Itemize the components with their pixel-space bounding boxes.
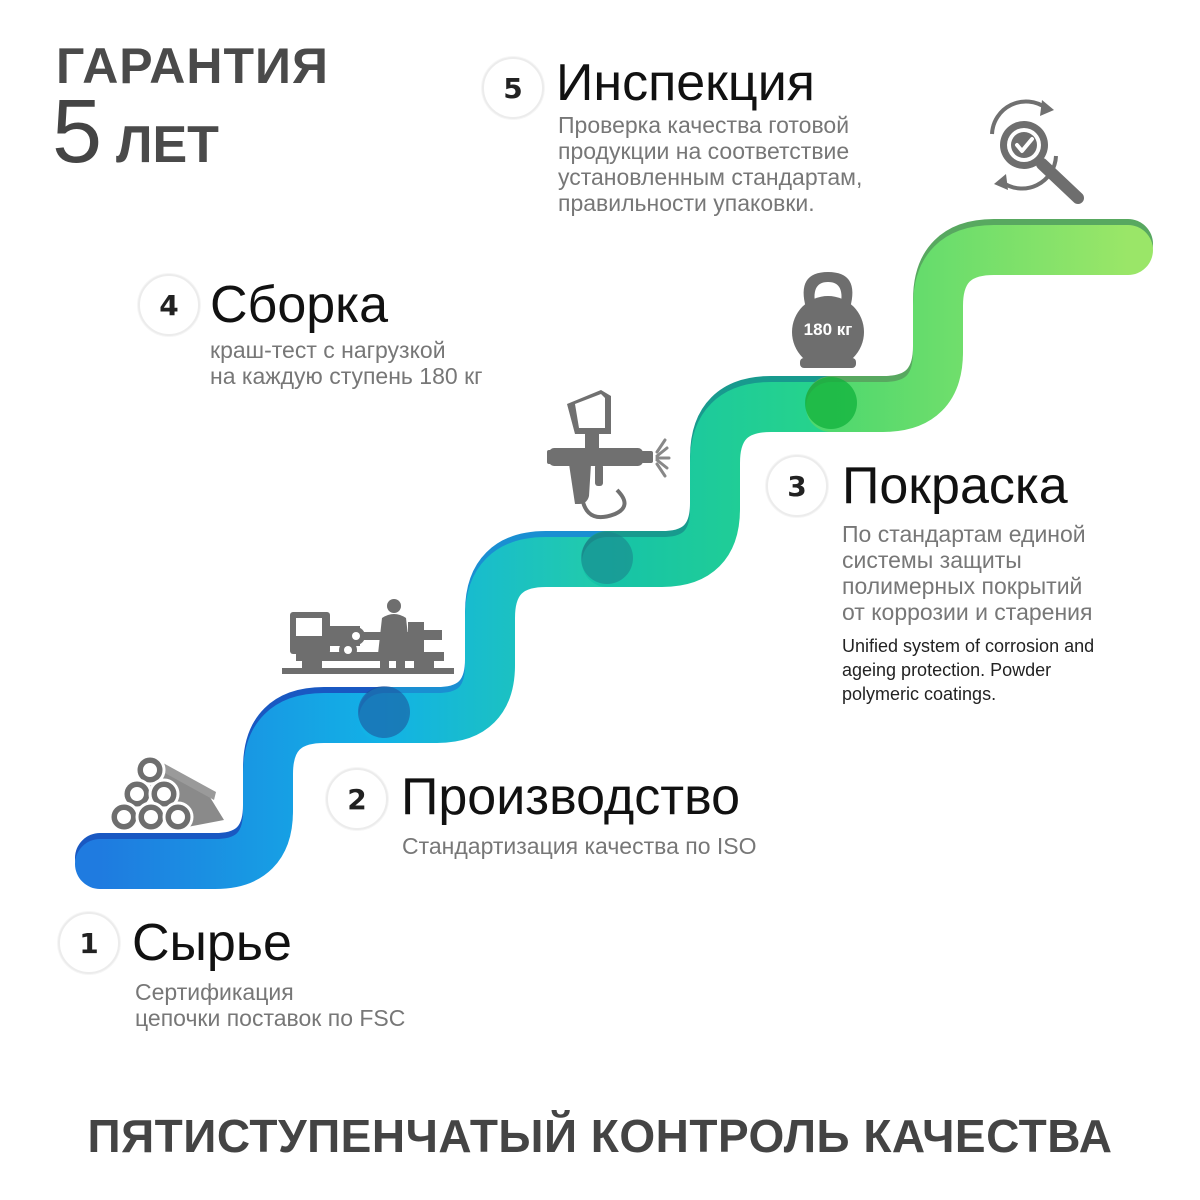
joint-circle <box>805 377 857 429</box>
step-3-number: 3 <box>766 455 828 517</box>
step-2-description: Стандартизация качества по ISO <box>402 833 757 859</box>
stair-segment-4 <box>806 219 1153 432</box>
step-4-number: 4 <box>138 274 200 336</box>
step-3-description: По стандартам единой системы защиты поли… <box>842 521 1093 625</box>
step-3-title: Покраска <box>842 457 1068 515</box>
step-2-title: Производство <box>401 768 741 826</box>
footer-title: ПЯТИСТУПЕНЧАТЫЙ КОНТРОЛЬ КАЧЕСТВА <box>87 1110 1113 1162</box>
pipes-icon <box>108 754 224 833</box>
step-2-number: 2 <box>326 768 388 830</box>
step-3-description-en: Unified system of corrosion and ageing p… <box>842 636 1095 704</box>
kettlebell-icon: 180 кг <box>790 268 866 370</box>
step-4-description: краш-тест с нагрузкой на каждую ступень … <box>210 337 483 389</box>
quality-check-magnifier-icon <box>990 99 1084 204</box>
stair-segment-2 <box>359 531 632 743</box>
guarantee-title: ГАРАНТИЯ <box>56 38 329 94</box>
joint-circle <box>581 532 633 584</box>
joint-circle <box>358 686 410 738</box>
guarantee-unit: ЛЕТ <box>116 116 219 174</box>
step-1-description: Сертификация цепочки поставок по FSC <box>135 979 406 1031</box>
spray-gun-icon <box>547 390 671 519</box>
step-1-number: 1 <box>58 912 120 974</box>
step-1-title: Сырье <box>132 914 292 972</box>
guarantee-number: 5 <box>52 82 103 182</box>
step-5-description: Проверка качества готовой продукции на с… <box>558 112 863 216</box>
kettlebell-label: 180 кг <box>803 320 853 339</box>
lathe-machine-icon <box>282 599 454 674</box>
step-4-title: Сборка <box>210 276 388 334</box>
step-5-title: Инспекция <box>556 54 815 112</box>
step-5-number: 5 <box>482 57 544 119</box>
stair-segment-1 <box>75 687 409 889</box>
stair-segment-3 <box>582 376 856 587</box>
